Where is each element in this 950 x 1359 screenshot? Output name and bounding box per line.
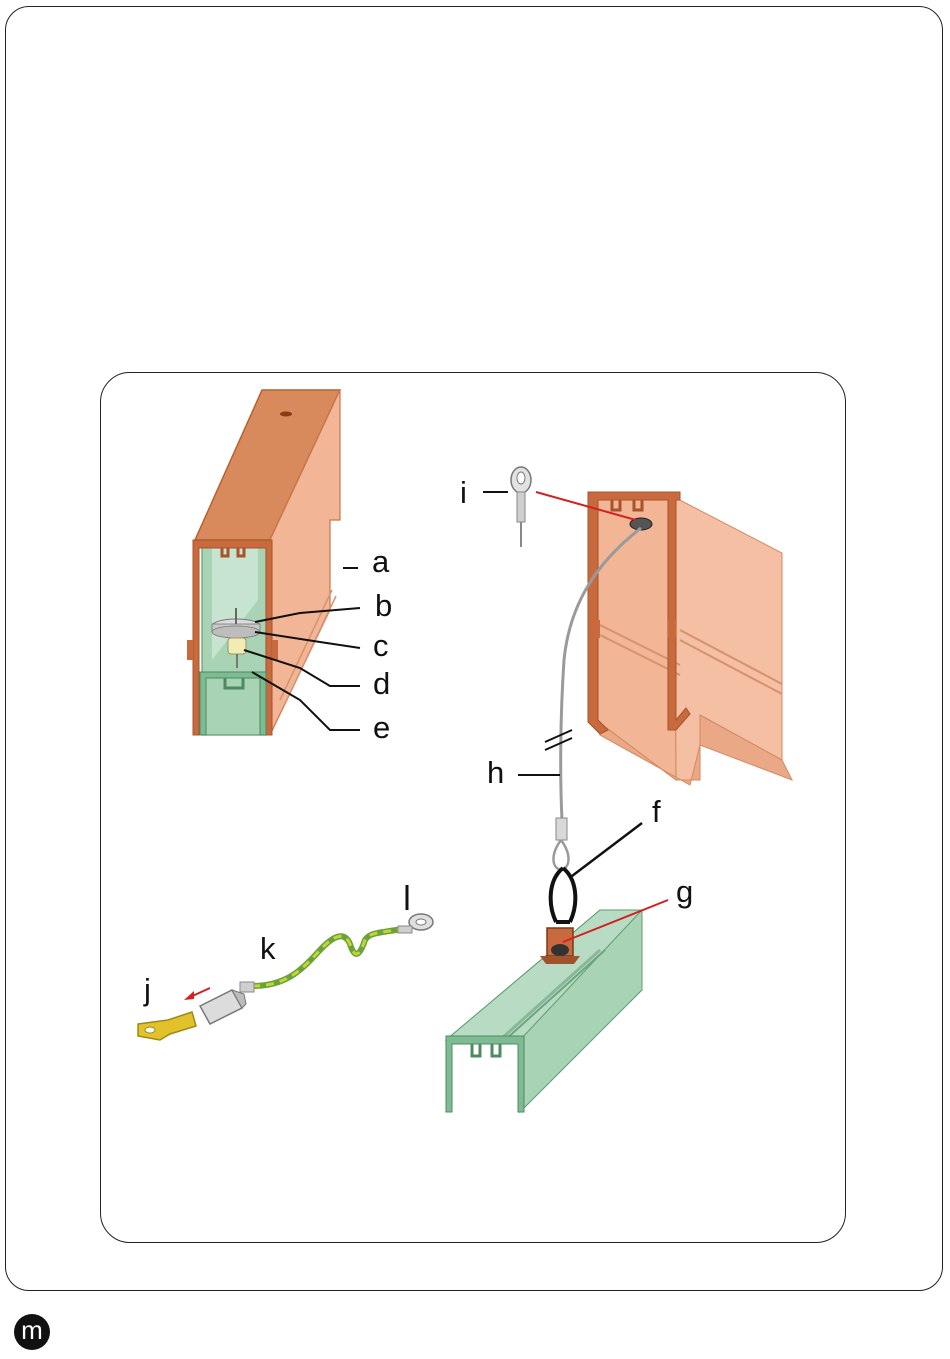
flat-terminal-j bbox=[138, 1012, 196, 1040]
slider-wheel bbox=[228, 638, 246, 654]
green-profile bbox=[446, 910, 642, 1112]
label-f: f bbox=[652, 794, 661, 829]
label-h: h bbox=[487, 755, 504, 790]
label-d: d bbox=[373, 666, 390, 701]
label-e: e bbox=[373, 710, 390, 745]
label-c: c bbox=[373, 628, 389, 663]
track-assembly bbox=[187, 390, 340, 735]
label-l: l bbox=[401, 877, 408, 912]
hook-f bbox=[551, 868, 576, 922]
eye-bolt bbox=[511, 467, 531, 547]
label-i: i bbox=[460, 475, 467, 510]
label-k: k bbox=[260, 931, 276, 966]
top-hole bbox=[280, 412, 292, 417]
label-a: a bbox=[372, 544, 390, 579]
brand-logo: m bbox=[14, 1314, 50, 1350]
earth-wire bbox=[138, 914, 433, 1040]
label-j: j bbox=[143, 972, 151, 1007]
label-b: b bbox=[375, 588, 392, 623]
suspended-profile bbox=[588, 492, 792, 785]
label-g: g bbox=[676, 874, 693, 909]
